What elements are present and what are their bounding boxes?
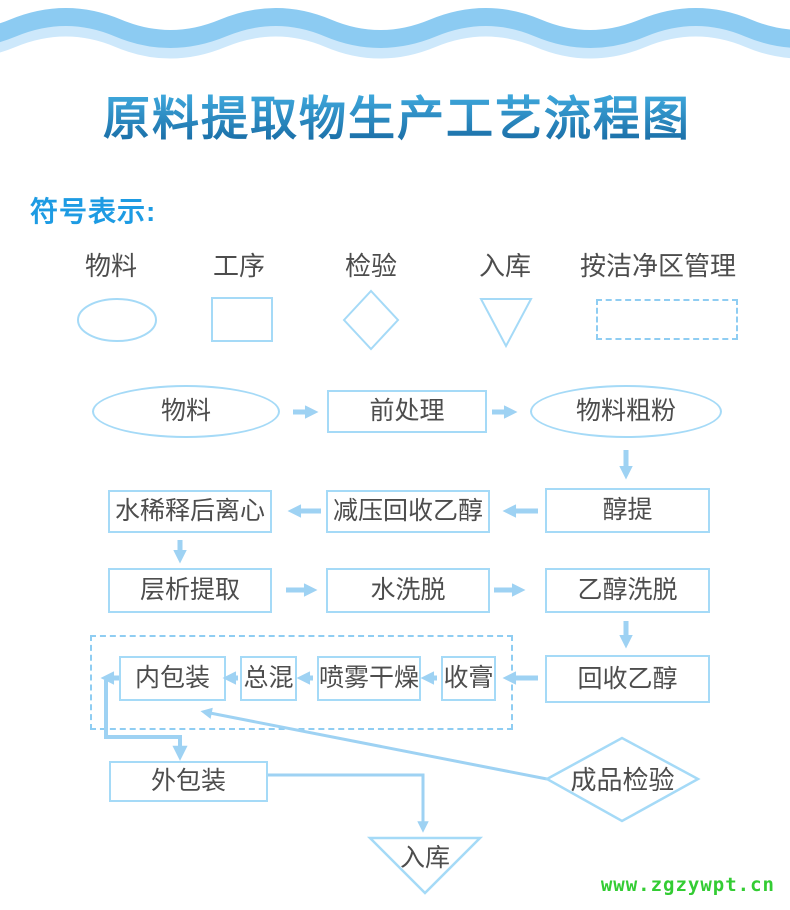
legend-warehouse-triangle-icon bbox=[479, 298, 533, 349]
flow-node-alcohol-extraction: 醇提 bbox=[545, 488, 710, 533]
flow-node-outer-packaging: 外包装 bbox=[109, 761, 268, 802]
flow-node-pretreatment: 前处理 bbox=[327, 390, 487, 433]
legend-label-process: 工序 bbox=[212, 251, 266, 281]
flow-node-material: 物料 bbox=[92, 385, 280, 438]
wave-dark-band bbox=[0, 8, 790, 48]
legend-inspection-diamond-icon bbox=[342, 289, 400, 351]
legend-label-material: 物料 bbox=[84, 251, 138, 281]
flow-node-inner-packaging: 内包装 bbox=[119, 656, 226, 701]
flow-node-spray-drying: 喷雾干燥 bbox=[317, 656, 421, 701]
legend-label-inspection: 检验 bbox=[344, 251, 398, 281]
flow-node-product-inspection-label: 成品检验 bbox=[570, 764, 675, 795]
flow-node-warehousing-label: 入库 bbox=[399, 843, 450, 872]
flow-node-ethanol-recovery: 回收乙醇 bbox=[545, 655, 710, 703]
watermark-url: www.zgzywpt.cn bbox=[600, 874, 775, 896]
legend-clean-area-dashed-rect-icon bbox=[596, 299, 738, 340]
flow-node-centrifuge: 水稀释后离心 bbox=[108, 490, 272, 533]
legend-heading: 符号表示: bbox=[30, 196, 157, 227]
flow-node-paste-collection: 收膏 bbox=[441, 656, 496, 701]
legend-label-warehouse: 入库 bbox=[478, 251, 532, 281]
flow-node-coarse-powder: 物料粗粉 bbox=[530, 385, 722, 438]
wave-banner-decoration bbox=[0, 8, 790, 59]
flow-node-chromatography: 层析提取 bbox=[108, 568, 272, 613]
page-title: 原料提取物生产工艺流程图 bbox=[103, 92, 691, 145]
legend-material-ellipse-icon bbox=[77, 298, 157, 342]
connector-outer-packaging-to-warehousing bbox=[268, 773, 429, 833]
legend-process-rect-icon bbox=[211, 297, 273, 342]
wave-light-band bbox=[0, 23, 790, 59]
legend-label-clean-area: 按洁净区管理 bbox=[579, 251, 737, 281]
flow-node-ethanol-elution: 乙醇洗脱 bbox=[545, 568, 710, 613]
flow-node-vacuum-recovery: 减压回收乙醇 bbox=[326, 490, 490, 533]
flow-node-total-mixing: 总混 bbox=[240, 656, 297, 701]
flow-node-water-elution: 水洗脱 bbox=[326, 568, 490, 613]
